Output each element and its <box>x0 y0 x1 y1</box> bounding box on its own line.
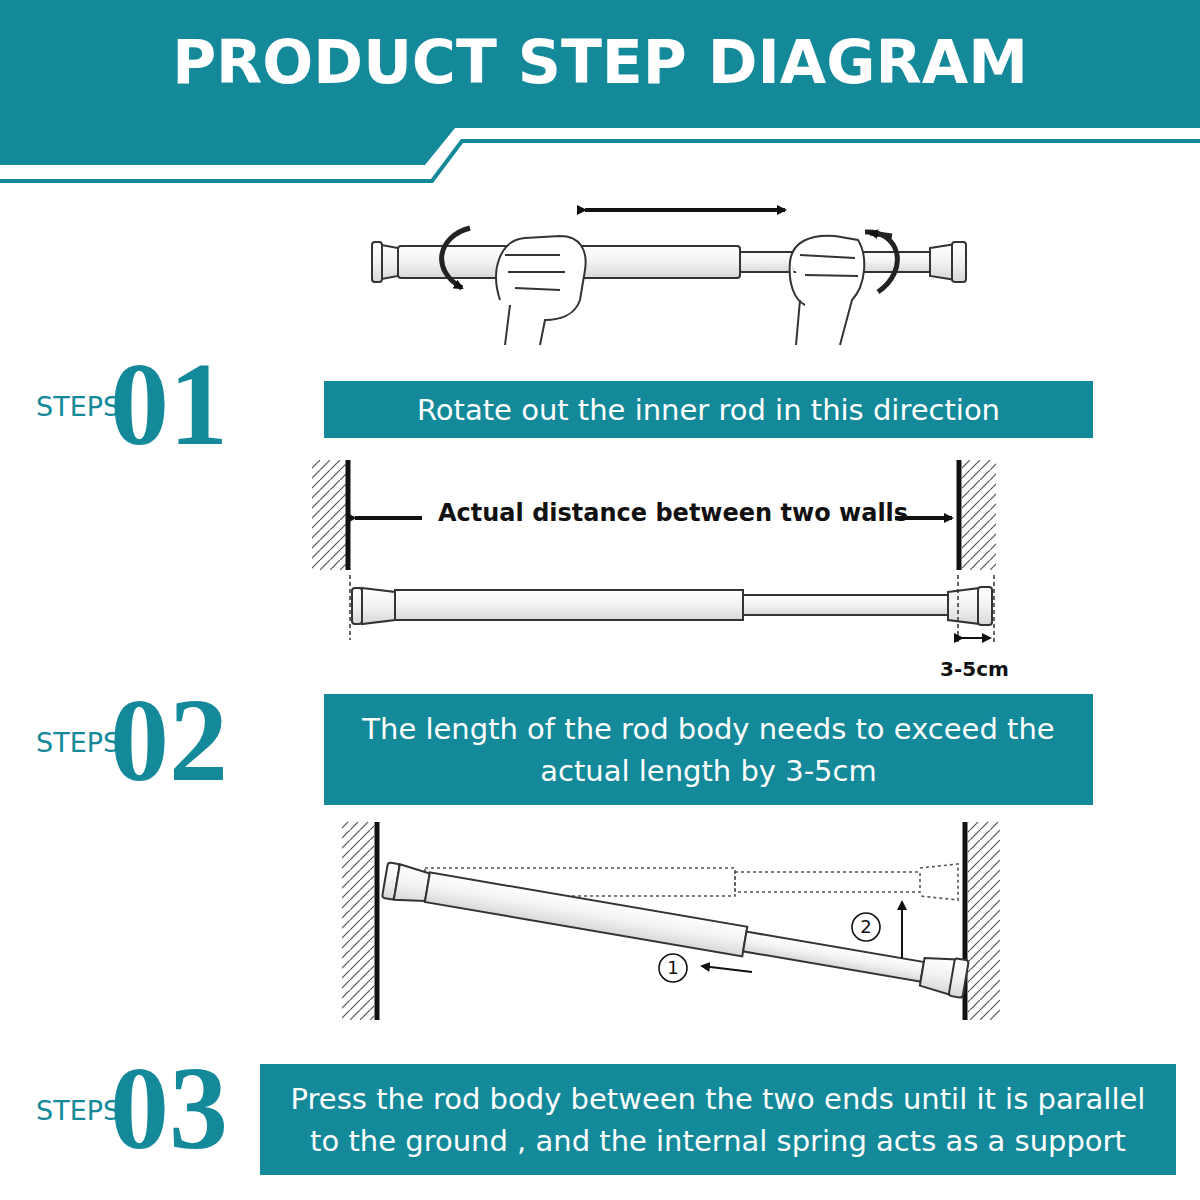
diagram-title: PRODUCT STEP DIAGRAM <box>0 22 1200 102</box>
step-text: Rotate out the inner rod in this directi… <box>417 389 1000 431</box>
step-number: 01 <box>110 340 228 470</box>
dimension-label: 3-5cm <box>940 658 1009 680</box>
step-text: The length of the rod body needs to exce… <box>338 708 1079 792</box>
step-band: Press the rod body between the two ends … <box>260 1064 1176 1175</box>
steps-label: STEPS <box>36 1096 120 1126</box>
steps-label: STEPS <box>36 728 120 758</box>
step-text: Press the rod body between the two ends … <box>274 1078 1162 1162</box>
dimension-label: Actual distance between two walls <box>438 500 908 526</box>
steps-label: STEPS <box>36 392 120 422</box>
callout-number: 2 <box>860 917 871 937</box>
step-number: 02 <box>110 676 228 806</box>
step-band: The length of the rod body needs to exce… <box>324 694 1093 805</box>
callout-number: 1 <box>667 958 678 978</box>
step-band: Rotate out the inner rod in this directi… <box>324 381 1093 438</box>
step-number: 03 <box>110 1044 228 1174</box>
